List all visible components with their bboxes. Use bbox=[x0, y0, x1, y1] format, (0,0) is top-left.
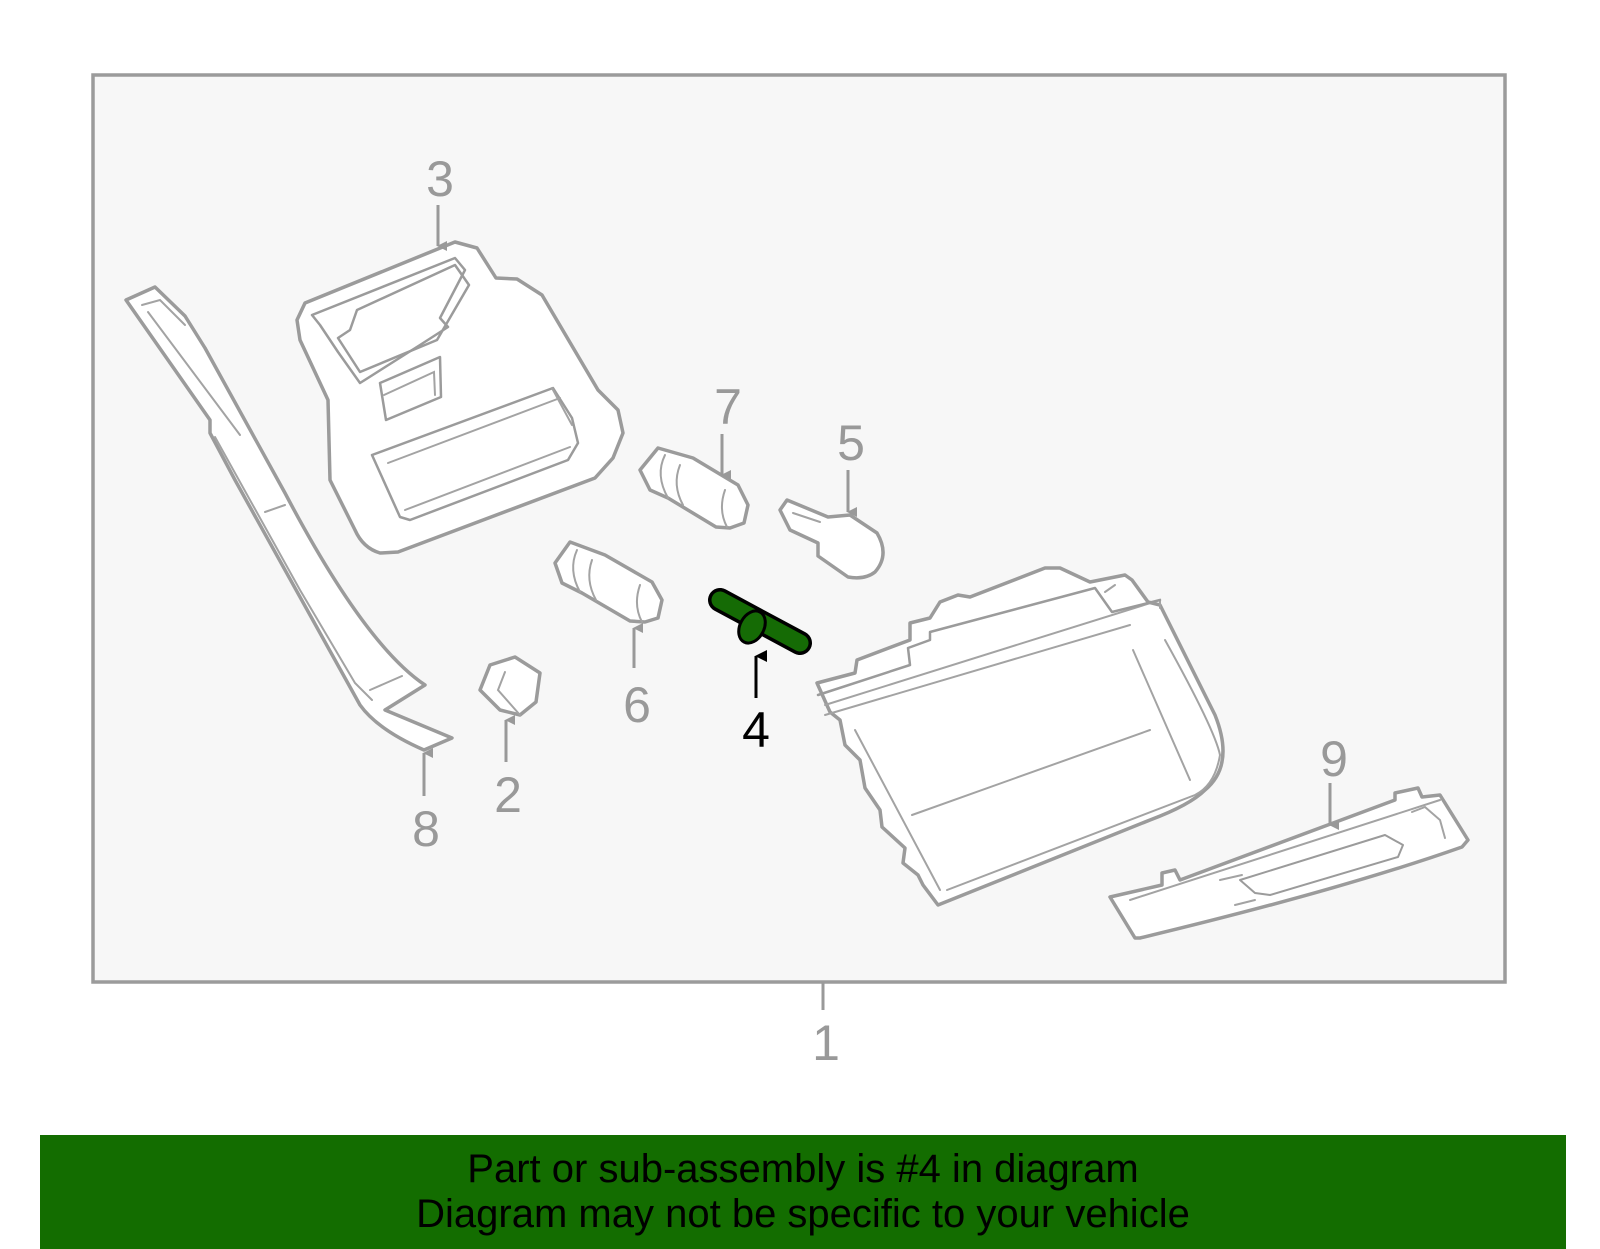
callout-3: 3 bbox=[426, 151, 454, 207]
part-9-reflector bbox=[1108, 786, 1470, 940]
callout-5: 5 bbox=[837, 415, 865, 471]
callout-9: 9 bbox=[1320, 731, 1348, 787]
callout-1: 1 bbox=[812, 1015, 840, 1071]
callout-7: 7 bbox=[714, 379, 742, 435]
part-1-lamp-assembly bbox=[815, 566, 1225, 907]
part-8-trim-strip bbox=[124, 285, 454, 752]
part-3-housing bbox=[295, 240, 625, 555]
part-5-bulb bbox=[778, 498, 885, 580]
banner-line-1: Part or sub-assembly is #4 in diagram bbox=[467, 1147, 1139, 1191]
callout-2: 2 bbox=[494, 767, 522, 823]
callout-4: 4 bbox=[742, 702, 770, 758]
callout-6: 6 bbox=[623, 677, 651, 733]
callout-8: 8 bbox=[412, 801, 440, 857]
banner-line-2: Diagram may not be specific to your vehi… bbox=[416, 1192, 1190, 1236]
part-6-bulb bbox=[553, 540, 664, 624]
part-4-socket bbox=[708, 588, 812, 655]
part-2-nut bbox=[478, 655, 542, 717]
info-banner: Part or sub-assembly is #4 in diagram Di… bbox=[40, 1135, 1566, 1249]
